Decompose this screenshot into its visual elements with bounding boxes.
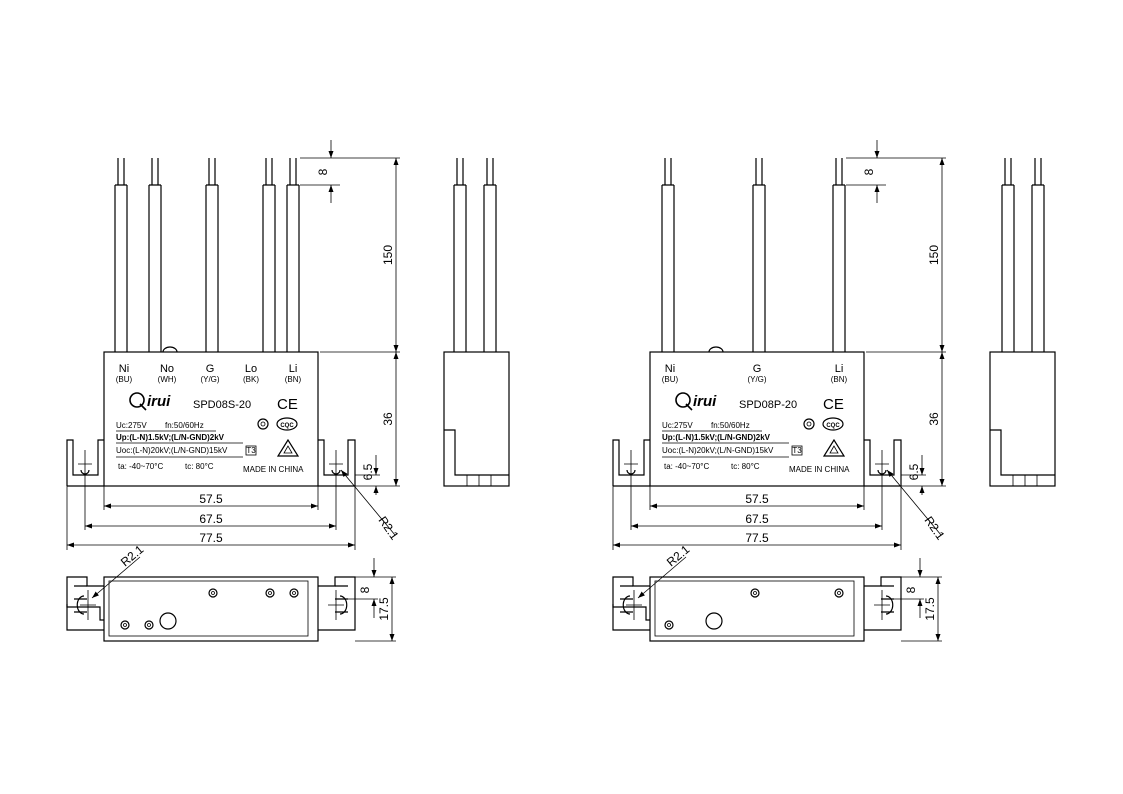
terminal-label: Li (289, 363, 298, 375)
dim-radius-top: R2.1 (664, 542, 693, 569)
terminal-color: (Y/G) (747, 375, 766, 384)
right-terminal-labels: Ni (BU) G (Y/G) Li (BN) (662, 363, 848, 384)
cqc-mark: CQC (280, 423, 294, 429)
terminal-label: Lo (245, 363, 257, 375)
dim-depth: 17.5 (377, 597, 391, 621)
dim-slot-offset: 8 (358, 586, 372, 593)
spec-ta: ta: -40~70°C (118, 462, 163, 471)
cert-marks: CQC (257, 417, 300, 457)
right-spd-body (649, 351, 865, 487)
terminal-label: Li (835, 363, 844, 375)
made-in-china: MADE IN CHINA (789, 465, 850, 474)
dim-body-width: 57.5 (745, 492, 769, 506)
dim-radius: R2.1 (922, 514, 948, 543)
dim-total-width: 77.5 (745, 531, 769, 545)
spec-uc: Uc:275V (116, 421, 147, 430)
terminal-color: (BK) (243, 375, 259, 384)
terminal-color: (WH) (158, 375, 177, 384)
spec-ta: ta: -40~70°C (664, 462, 709, 471)
spec-uc: Uc:275V (662, 421, 693, 430)
dim-depth: 17.5 (923, 597, 937, 621)
model-number: SPD08P-20 (739, 399, 797, 411)
dim-lead-length: 150 (381, 245, 395, 265)
t3-box: T3 (246, 446, 256, 455)
dim-total-width: 77.5 (199, 531, 223, 545)
right-mounting-ears (612, 439, 902, 487)
right-front-dimensions: 8 150 36 6.5 R2.1 57.5 67.5 77.5 (612, 140, 948, 550)
left-top-view (66, 576, 356, 642)
right-brand-logo: irui (675, 392, 717, 411)
terminal-label: No (160, 363, 174, 375)
left-brand-logo: irui (129, 392, 171, 411)
terminal-color: (BU) (662, 375, 679, 384)
dim-lead-length: 150 (927, 245, 941, 265)
spec-fn: fn:50/60Hz (165, 421, 204, 430)
left-mounting-ears (66, 439, 356, 487)
spec-up: Up:(L-N)1.5kV;(L/N-GND)2kV (116, 433, 225, 442)
dim-radius: R2.1 (376, 514, 402, 543)
terminal-label: G (753, 363, 762, 375)
cert-marks: CQC (803, 417, 846, 457)
spec-uoc: Uoc:(L-N)20kV;(L/N-GND)15kV (116, 446, 228, 455)
ce-mark: CE (823, 396, 844, 413)
right-top-dimensions: 8 17.5 R2.1 (637, 542, 942, 642)
left-terminal-labels: Ni (BU) No (WH) G (Y/G) Lo (BK) Li (BN) (116, 363, 302, 384)
terminal-label: Ni (665, 363, 675, 375)
spec-fn: fn:50/60Hz (711, 421, 750, 430)
dim-foot-height: 6.5 (907, 463, 921, 480)
terminal-color: (Y/G) (200, 375, 219, 384)
dim-hole-spacing: 67.5 (745, 512, 769, 526)
right-front-view: Ni (BU) G (Y/G) Li (BN) irui SPD08P-20 C… (612, 158, 902, 487)
terminal-color: (BU) (116, 375, 133, 384)
spec-up: Up:(L-N)1.5kV;(L/N-GND)2kV (662, 433, 771, 442)
spec-tc: tc: 80°C (185, 462, 214, 471)
brand-text: irui (693, 393, 717, 410)
left-top-dimensions: 8 17.5 R2.1 (91, 542, 396, 642)
spec-uoc: Uoc:(L-N)20kV;(L/N-GND)15kV (662, 446, 774, 455)
dim-body-height: 36 (927, 412, 941, 426)
terminal-color: (BN) (831, 375, 848, 384)
left-wires (114, 158, 300, 352)
right-top-view (612, 576, 902, 642)
model-number: SPD08S-20 (193, 399, 251, 411)
left-spd-body (103, 351, 319, 487)
left-front-view: Ni (BU) No (WH) G (Y/G) Lo (BK) Li (BN) … (66, 158, 356, 487)
dim-strip-length: 8 (316, 168, 330, 175)
left-side-view (443, 158, 510, 487)
left-front-dimensions: 8 150 36 6.5 R2.1 57.5 67.5 77.5 (66, 140, 402, 550)
made-in-china: MADE IN CHINA (243, 465, 304, 474)
spec-tc: tc: 80°C (731, 462, 760, 471)
right-wires (661, 158, 846, 352)
dim-slot-offset: 8 (904, 586, 918, 593)
terminal-color: (BN) (285, 375, 302, 384)
brand-text: irui (147, 393, 171, 410)
ce-mark: CE (277, 396, 298, 413)
dim-strip-length: 8 (862, 168, 876, 175)
dim-radius-top: R2.1 (118, 542, 147, 569)
cqc-mark: CQC (826, 423, 840, 429)
dim-body-height: 36 (381, 412, 395, 426)
dim-foot-height: 6.5 (361, 463, 375, 480)
dim-hole-spacing: 67.5 (199, 512, 223, 526)
t3-box: T3 (792, 446, 802, 455)
terminal-label: G (206, 363, 215, 375)
right-side-view (989, 158, 1056, 487)
terminal-label: Ni (119, 363, 129, 375)
dim-body-width: 57.5 (199, 492, 223, 506)
